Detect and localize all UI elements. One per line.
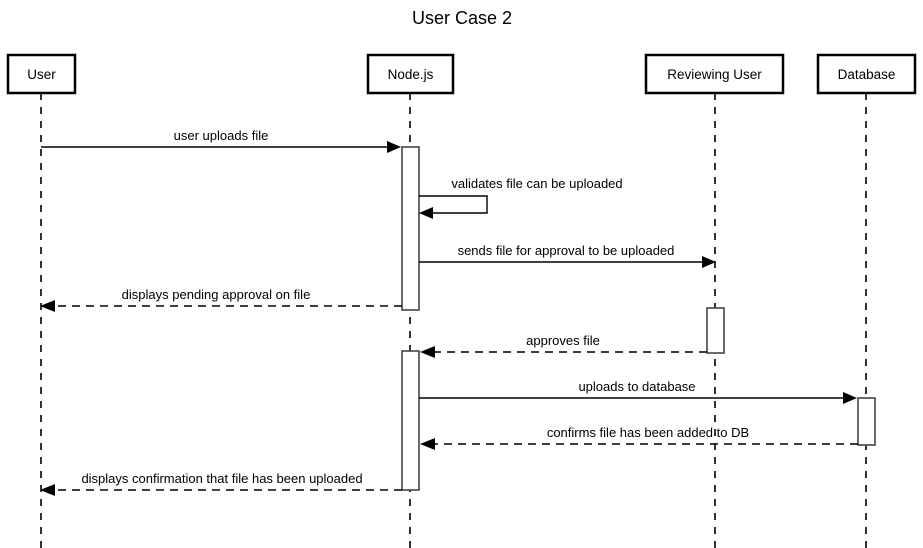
participant-label-reviewing-user: Reviewing User bbox=[667, 67, 762, 82]
message-uploads-to-database: uploads to database bbox=[419, 379, 857, 404]
message-sends-file-for-approval: sends file for approval to be uploaded bbox=[419, 243, 716, 268]
message-label-3: sends file for approval to be uploaded bbox=[458, 243, 675, 258]
message-label-6: uploads to database bbox=[578, 379, 695, 394]
participant-label-user: User bbox=[27, 67, 56, 82]
participant-nodejs[interactable]: Node.js bbox=[366, 53, 455, 95]
arrow-head-4 bbox=[40, 300, 55, 312]
participant-user[interactable]: User bbox=[6, 53, 77, 95]
activation-database-1 bbox=[857, 397, 876, 446]
arrow-head-6 bbox=[843, 392, 857, 404]
participant-box-user[interactable] bbox=[6, 53, 77, 95]
arrow-head-5 bbox=[420, 346, 435, 358]
participant-box-database[interactable] bbox=[816, 53, 917, 95]
arrow-head-3 bbox=[702, 256, 716, 268]
message-displays-pending-approval: displays pending approval on file bbox=[40, 287, 402, 312]
arrow-head-7 bbox=[420, 438, 435, 450]
arrow-head-1 bbox=[387, 141, 401, 153]
participant-box-nodejs[interactable] bbox=[366, 53, 455, 95]
activation-nodejs-1 bbox=[401, 146, 420, 311]
participant-database[interactable]: Database bbox=[816, 53, 917, 95]
page-title: User Case 2 bbox=[412, 8, 512, 28]
arrow-head-8 bbox=[40, 484, 55, 496]
message-displays-confirmation: displays confirmation that file has been… bbox=[40, 471, 402, 496]
message-approves-file: approves file bbox=[420, 333, 707, 358]
message-confirms-file-added: confirms file has been added to DB bbox=[420, 425, 858, 450]
participant-label-nodejs: Node.js bbox=[388, 67, 434, 82]
message-label-5: approves file bbox=[526, 333, 600, 348]
message-label-4: displays pending approval on file bbox=[122, 287, 311, 302]
participant-box-reviewing-user[interactable] bbox=[644, 53, 785, 95]
message-label-7: confirms file has been added to DB bbox=[547, 425, 749, 440]
message-user-uploads-file: user uploads file bbox=[41, 128, 401, 153]
arrow-head-2 bbox=[419, 207, 433, 219]
message-label-1: user uploads file bbox=[174, 128, 269, 143]
activation-reviewing-user-1 bbox=[706, 307, 725, 354]
participant-reviewing-user[interactable]: Reviewing User bbox=[644, 53, 785, 95]
message-label-8: displays confirmation that file has been… bbox=[81, 471, 362, 486]
message-line-2 bbox=[419, 195, 488, 214]
participant-label-database: Database bbox=[838, 67, 896, 82]
activation-nodejs-2 bbox=[401, 350, 420, 491]
activation-bars-group bbox=[401, 146, 876, 491]
message-label-2: validates file can be uploaded bbox=[451, 176, 622, 191]
message-validates-file-can-be-uploaded: validates file can be uploaded bbox=[419, 176, 623, 219]
